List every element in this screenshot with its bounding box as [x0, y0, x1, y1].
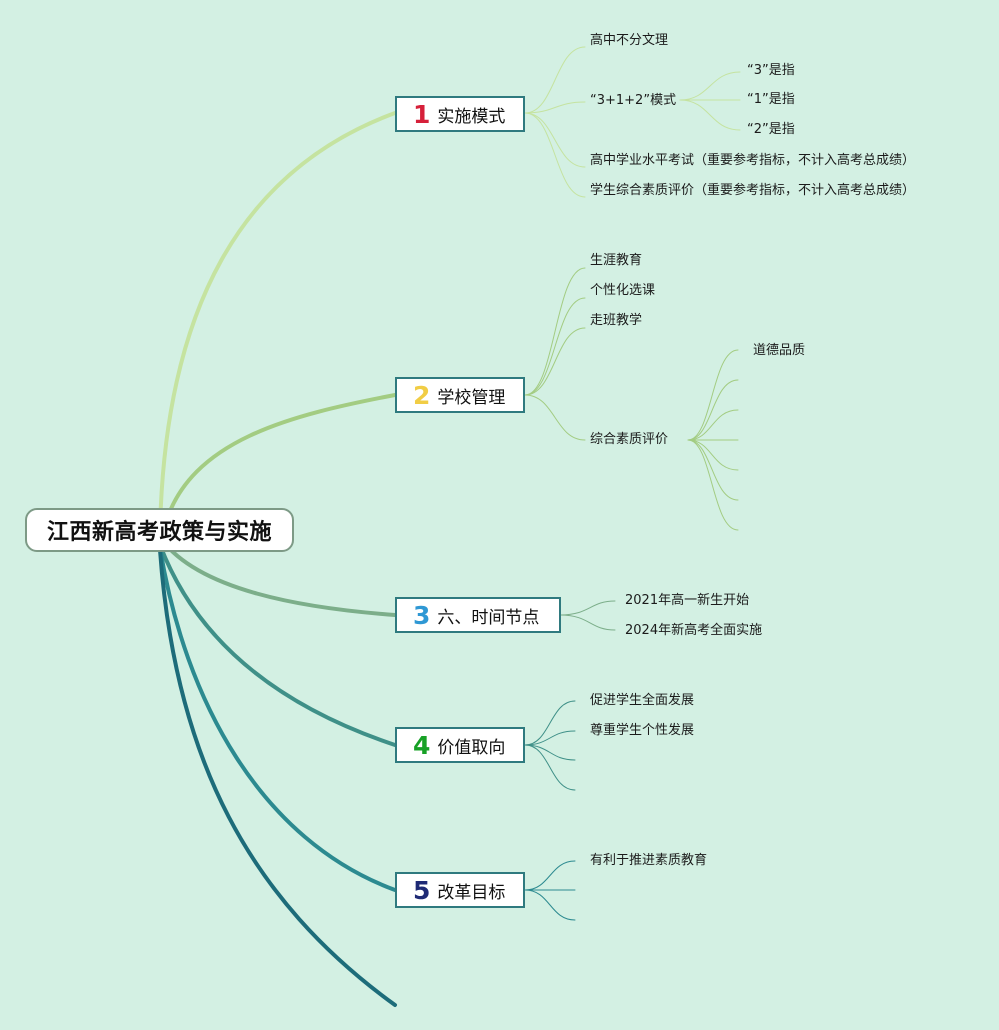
- topic-implementation-mode[interactable]: 1 实施模式: [395, 96, 525, 132]
- leaf-item[interactable]: 2021年高一新生开始: [625, 593, 750, 608]
- topic-number: 4: [413, 730, 431, 760]
- leaf-item[interactable]: “1”是指: [747, 92, 795, 107]
- leaf-item[interactable]: 道德品质: [753, 343, 806, 358]
- topic-label: 改革目标: [437, 882, 506, 903]
- leaf-item[interactable]: 高中不分文理: [590, 33, 669, 48]
- topic-number: 3: [413, 600, 431, 630]
- topic-label: 六、时间节点: [437, 607, 540, 628]
- branch-topic-6: [158, 548, 397, 1007]
- leaf-item[interactable]: “3+1+2”模式: [590, 93, 677, 108]
- branch-topic-4: [158, 543, 397, 747]
- leaf-item[interactable]: 走班教学: [590, 313, 643, 328]
- branch-topic-5: [158, 546, 397, 892]
- branch-topic-3: [160, 538, 397, 617]
- leaf-item[interactable]: 促进学生全面发展: [590, 693, 695, 708]
- topic-label: 实施模式: [437, 106, 506, 127]
- topic-number: 1: [413, 99, 431, 129]
- branch-topic-2: [163, 393, 397, 527]
- branch-topic-1: [158, 111, 397, 532]
- topic-number: 5: [413, 875, 431, 905]
- root-topic[interactable]: 江西新高考政策与实施: [25, 508, 294, 552]
- topic-number: 2: [413, 380, 431, 410]
- leaf-item[interactable]: 有利于推进素质教育: [590, 853, 708, 868]
- leaf-item[interactable]: 学生综合素质评价（重要参考指标，不计入高考总成绩）: [590, 183, 916, 198]
- leaf-item[interactable]: 2024年新高考全面实施: [625, 623, 763, 638]
- leaf-item[interactable]: 生涯教育: [590, 253, 643, 268]
- topic-value-orientation[interactable]: 4 价值取向: [395, 727, 525, 763]
- topic-timeline[interactable]: 3 六、时间节点: [395, 597, 561, 633]
- topic-reform-goals[interactable]: 5 改革目标: [395, 872, 525, 908]
- leaf-item[interactable]: 个性化选课: [590, 283, 656, 298]
- topic-label: 价值取向: [437, 737, 506, 758]
- leaf-item[interactable]: 高中学业水平考试（重要参考指标，不计入高考总成绩）: [590, 153, 916, 168]
- leaf-item[interactable]: 尊重学生个性发展: [590, 723, 695, 738]
- leaf-item[interactable]: “3”是指: [747, 63, 795, 78]
- topic-label: 学校管理: [437, 387, 506, 408]
- leaf-item[interactable]: 综合素质评价: [590, 432, 669, 447]
- topic-school-management[interactable]: 2 学校管理: [395, 377, 525, 413]
- leaf-item[interactable]: “2”是指: [747, 122, 795, 137]
